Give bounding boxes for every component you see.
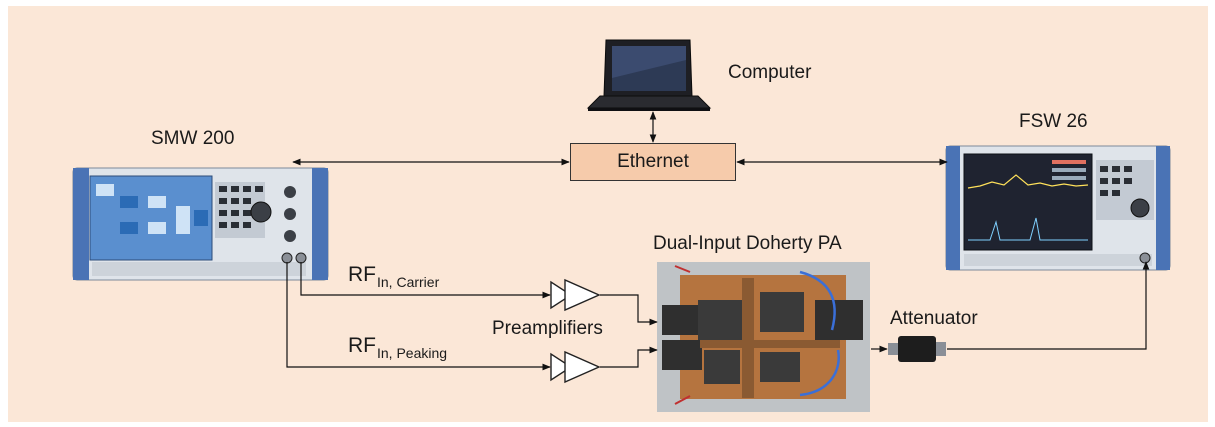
computer-label: Computer — [728, 62, 812, 83]
preamplifier-carrier-icon — [550, 278, 601, 312]
attenuator-icon — [888, 336, 946, 362]
rf-in-peaking-label: RFIn, Peaking — [348, 334, 448, 361]
fsw-26-instrument-icon — [945, 145, 1171, 271]
ethernet-label: Ethernet — [617, 151, 689, 172]
preamplifier-peaking-icon — [550, 350, 601, 384]
peaking-to-pa-path — [600, 346, 658, 368]
laptop-icon — [586, 39, 712, 111]
rf-in-carrier-subscript: In, Carrier — [377, 274, 440, 290]
doherty-pa-label: Dual-Input Doherty PA — [653, 233, 842, 254]
rf-in-carrier-label: RFIn, Carrier — [348, 263, 440, 290]
ethernet-box: Ethernet — [570, 143, 736, 181]
smw-200-label: SMW 200 — [151, 128, 235, 149]
attenuator-label: Attenuator — [890, 308, 978, 329]
rf-carrier-path — [300, 262, 551, 299]
rf-in-peaking-main: RF — [348, 334, 376, 357]
preamplifiers-label: Preamplifiers — [492, 318, 603, 339]
doherty-pa-board-image — [657, 262, 870, 412]
rf-in-peaking-subscript: In, Peaking — [377, 345, 448, 361]
fsw-26-label: FSW 26 — [1019, 111, 1088, 132]
smw-200-instrument-icon — [72, 167, 329, 281]
rf-peaking-path — [286, 262, 551, 371]
attenuator-to-fsw-path — [947, 261, 1150, 350]
carrier-to-pa-path — [600, 294, 658, 326]
rf-in-carrier-main: RF — [348, 263, 376, 286]
